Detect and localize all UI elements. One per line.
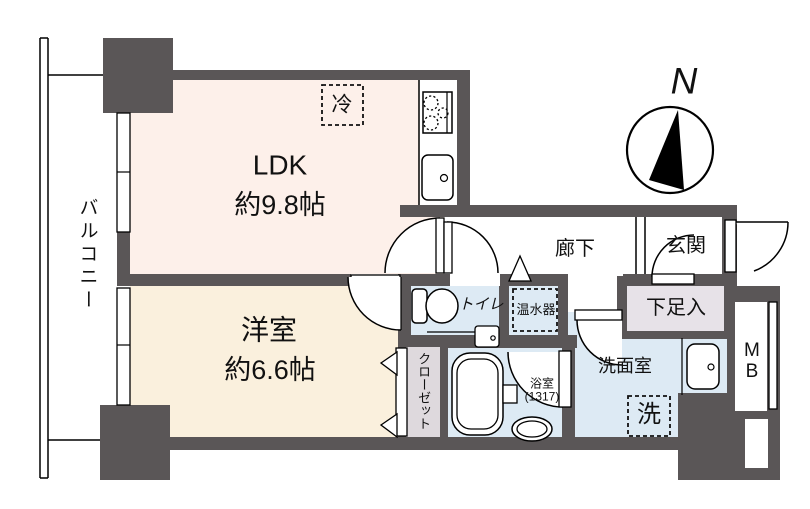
room-size-western-room: 約6.6帖 [224, 355, 316, 386]
room-label-balcony: バルコニー [76, 197, 98, 313]
stove-icon [422, 91, 453, 134]
room-size-bathroom: (1317) [524, 389, 560, 404]
bathroom-door [507, 350, 572, 408]
room-label-washroom: 洗面室 [598, 356, 652, 377]
refrigerator-symbol: 冷 [331, 93, 353, 117]
meter-box [735, 301, 778, 468]
water-heater-marker [508, 254, 532, 282]
window-upper [116, 112, 131, 233]
entrance-inner-door [651, 234, 695, 285]
window-lower [116, 287, 131, 406]
room-label-toilet: トイレ [458, 295, 504, 313]
water-heater-box [512, 288, 558, 332]
washroom-basin-icon [681, 338, 720, 395]
western-room-door [347, 274, 402, 331]
compass-needle [649, 110, 684, 190]
washing-machine-symbol: 洗 [637, 400, 661, 428]
front-door [724, 219, 789, 273]
balcony-railing [39, 37, 103, 479]
toilet-hand-basin-icon [474, 325, 500, 348]
toilet-door [443, 221, 499, 274]
room-label-western-room: 洋室 [240, 314, 298, 346]
bath-counter-icon [502, 384, 518, 404]
room-label-closet: クローゼット [416, 352, 432, 430]
room-label-shoe-storage: 下足入 [646, 297, 706, 319]
compass-north-label: N [670, 60, 698, 102]
room-label-water-heater: 温水器 [516, 301, 556, 317]
room-label-meter-box: MB [741, 340, 763, 382]
room-label-ldk: LDK [252, 149, 308, 181]
washroom-door [574, 309, 623, 366]
hallway-entrance-divider [635, 217, 646, 274]
compass [625, 105, 715, 195]
refrigerator-box [321, 84, 364, 126]
room-size-ldk: 約9.8帖 [234, 190, 326, 221]
room-label-entrance: 玄関 [666, 235, 706, 257]
room-label-hallway: 廊下 [555, 238, 595, 260]
bath-sink-icon [511, 416, 553, 442]
bathtub-icon [451, 352, 504, 436]
kitchen-sink-icon [421, 154, 454, 201]
toilet-icon [411, 288, 476, 333]
room-label-bathroom: 浴室 [529, 376, 555, 391]
closet-area [379, 347, 440, 439]
washing-machine-box [627, 395, 671, 437]
shoe-storage-box [627, 286, 724, 331]
